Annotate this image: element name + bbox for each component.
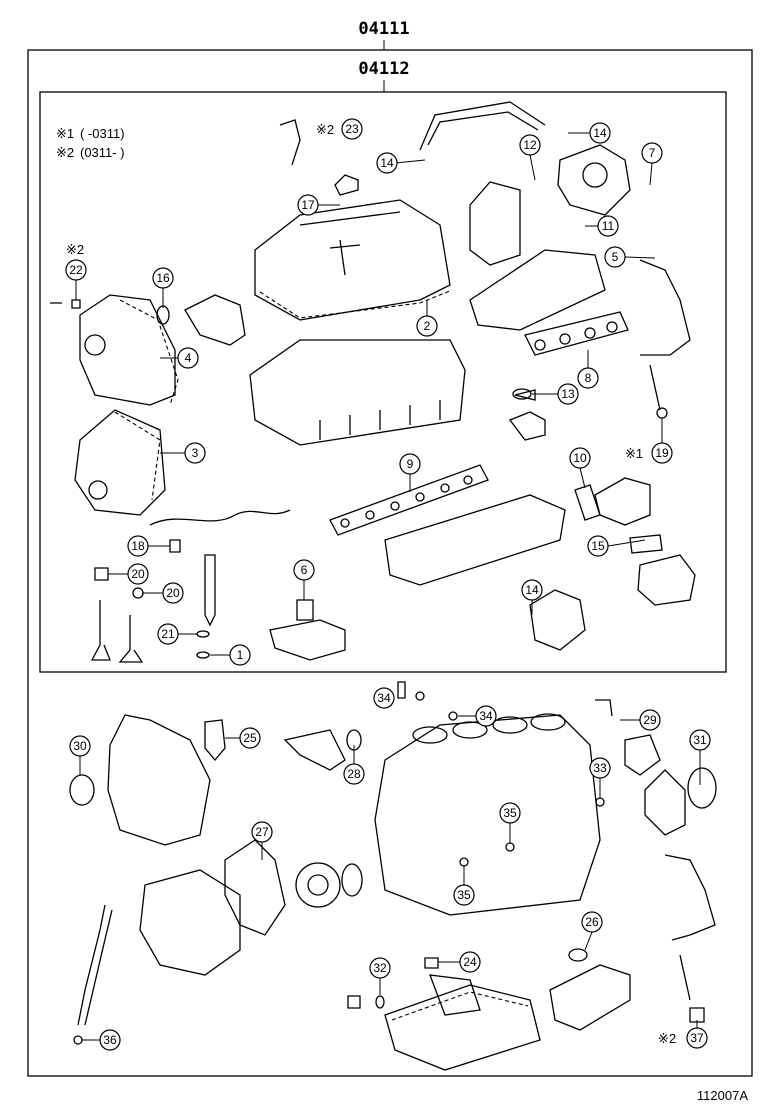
mark-22: ※2 — [66, 242, 84, 257]
intake-manifold-drawing — [384, 494, 566, 586]
note-1: ※1 ( -0311) — [56, 126, 125, 141]
callout-18: 18 — [131, 539, 145, 553]
callout-31: 31 — [693, 733, 707, 747]
callout-20-upper: 20 — [131, 567, 145, 581]
callout-8: 8 — [585, 371, 592, 385]
callout-9: 9 — [407, 457, 414, 471]
injector-drawing — [204, 554, 216, 627]
exhaust-manifold-gasket-drawing — [524, 311, 629, 356]
callout-3: 3 — [192, 446, 199, 460]
mark-19: ※1 — [625, 446, 643, 461]
callout-16: 16 — [156, 271, 170, 285]
callout-34-right: 34 — [479, 709, 493, 723]
callout-23: 23 — [345, 122, 359, 136]
callout-13: 13 — [561, 387, 575, 401]
valve-drawing — [90, 600, 144, 663]
svg-text:(0311- ): (0311- ) — [80, 145, 125, 160]
callout-21: 21 — [161, 627, 175, 641]
head-cover-gasket-drawing — [259, 289, 453, 319]
callout-12: 12 — [523, 138, 537, 152]
callout-14-lower: 14 — [525, 583, 539, 597]
callout-1: 1 — [237, 648, 244, 662]
svg-text:※2: ※2 — [56, 145, 74, 160]
oil-pipe-drawing — [639, 259, 691, 411]
oil-return-pipe-drawing — [664, 854, 716, 1001]
head-cover-drawing — [254, 199, 451, 321]
callout-22: 22 — [69, 263, 83, 277]
callout-17: 17 — [301, 198, 315, 212]
oil-dipstick-guide-drawing — [77, 904, 113, 1026]
callout-4: 4 — [185, 351, 192, 365]
mark-37: ※2 — [658, 1031, 676, 1046]
callout-6: 6 — [301, 563, 308, 577]
inner-kit-frame — [39, 91, 727, 673]
timing-cover-gasket-drawing — [119, 299, 179, 406]
water-outlet-drawing — [269, 619, 346, 661]
oil-cap-drawing — [334, 174, 359, 196]
callout-35-lower: 35 — [457, 888, 471, 902]
callout-29: 29 — [643, 713, 657, 727]
callout-11: 11 — [602, 219, 615, 233]
callout-10: 10 — [573, 451, 587, 465]
timing-cover-lower-drawing — [74, 409, 166, 516]
timing-cover-drawing — [79, 294, 176, 406]
intake-manifold-gasket-drawing — [329, 464, 489, 536]
callout-26: 26 — [585, 915, 599, 929]
thermostat-housing-drawing — [594, 477, 651, 526]
crank-pulley-drawing — [295, 862, 341, 908]
callout-5: 5 — [612, 250, 619, 264]
svg-text:( -0311): ( -0311) — [80, 126, 125, 141]
water-pump-drawing — [637, 554, 696, 606]
callout-7: 7 — [649, 146, 656, 160]
callout-25: 25 — [243, 731, 257, 745]
illustration-code: 112007A — [697, 1088, 748, 1103]
exhaust-manifold-drawing — [469, 249, 606, 331]
callout-2: 2 — [424, 319, 431, 333]
callout-35-upper: 35 — [503, 806, 517, 820]
cylinder-block-drawing — [374, 714, 601, 916]
callout-33: 33 — [593, 761, 607, 775]
vacuum-pump-drawing — [529, 589, 586, 651]
oil-seal-retainer-drawing — [644, 769, 686, 836]
callout-14-left: 14 — [380, 156, 394, 170]
callout-36: 36 — [103, 1033, 117, 1047]
callout-20-lower: 20 — [166, 586, 180, 600]
callout-15: 15 — [591, 539, 605, 553]
svg-text:※1: ※1 — [56, 126, 74, 141]
callout-34-left: 34 — [377, 691, 391, 705]
wire-harness-drawing — [149, 509, 291, 526]
oil-pan-drawing — [384, 984, 541, 1071]
mark-23: ※2 — [316, 122, 334, 137]
cylinder-head-drawing — [249, 339, 466, 446]
note-2: ※2 (0311- ) — [56, 145, 125, 160]
timing-case-drawing — [107, 714, 211, 846]
inner-kit-code: 04112 — [358, 59, 409, 79]
callout-32: 32 — [373, 961, 387, 975]
outer-kit-frame — [27, 49, 753, 1077]
oil-filter-drawing — [549, 964, 631, 1031]
callout-24: 24 — [463, 955, 477, 969]
catalyst-drawing — [469, 181, 521, 266]
callout-30: 30 — [73, 739, 87, 753]
egr-pipe-drawing — [419, 101, 546, 151]
callout-27: 27 — [255, 825, 269, 839]
water-pipe-drawing — [283, 729, 346, 771]
callout-14-top: 14 — [593, 126, 607, 140]
turbocharger-drawing — [557, 144, 631, 216]
callout-19: 19 — [655, 446, 669, 460]
timing-case-lower-drawing — [139, 869, 241, 976]
outer-kit-code: 04111 — [358, 19, 409, 39]
callout-37: 37 — [690, 1031, 704, 1045]
callout-28: 28 — [347, 767, 361, 781]
water-pump-gasket-drawing — [224, 839, 286, 936]
